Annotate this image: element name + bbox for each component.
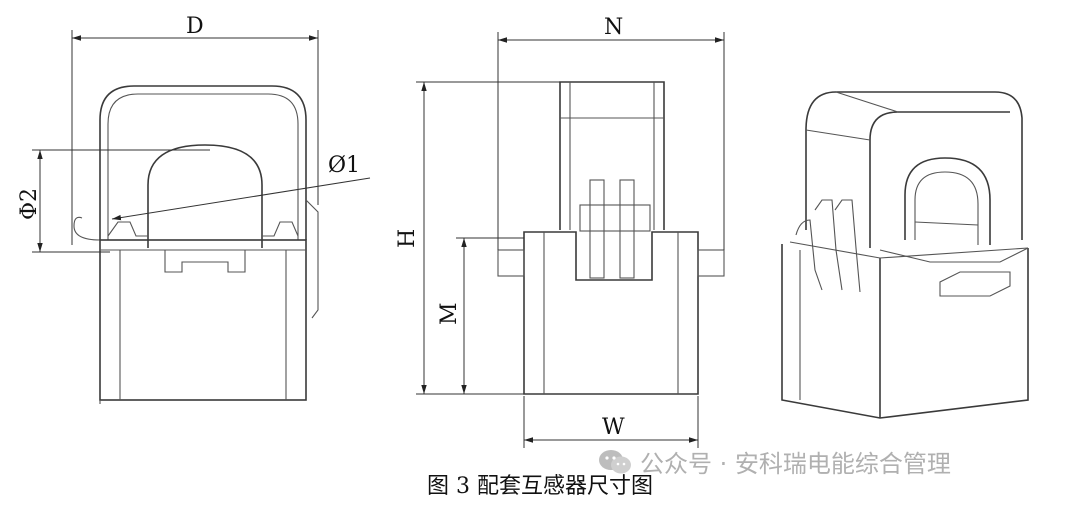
label-phi1: Ø1 [328,153,360,178]
isometric-view [781,91,1029,419]
front-view [416,32,725,448]
label-d: D [186,14,204,39]
label-w: W [602,415,625,440]
label-phi2: Φ2 [17,188,42,220]
watermark-text: 公众号 · 安科瑞电能综合管理 [640,450,951,478]
figure-caption: 图 3 配套互感器尺寸图 [427,474,653,499]
label-n: N [604,15,623,40]
wechat-icon [599,449,631,473]
side-view [32,30,371,404]
label-h: H [395,229,420,248]
watermark: 公众号 · 安科瑞电能综合管理 [598,444,951,479]
label-m: M [437,302,462,325]
